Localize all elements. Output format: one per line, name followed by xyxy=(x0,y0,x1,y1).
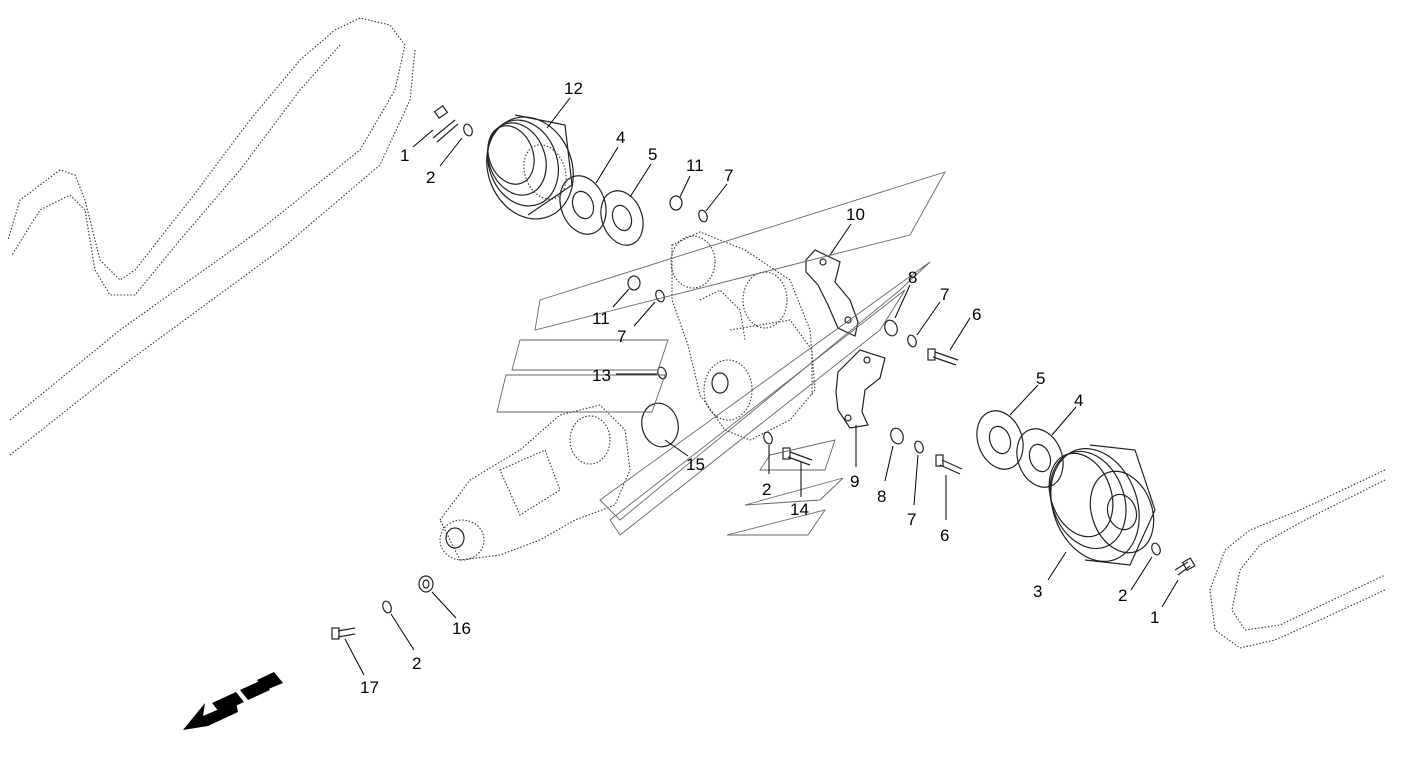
callout-4: 4 xyxy=(616,128,625,147)
callout-16: 16 xyxy=(452,619,471,638)
callout-11: 11 xyxy=(686,156,704,175)
callout-11: 11 xyxy=(592,309,610,328)
callout-1: 1 xyxy=(400,146,409,165)
callout-2: 2 xyxy=(762,480,771,499)
hydraulic-pump xyxy=(439,404,631,561)
callout-2: 2 xyxy=(426,168,435,187)
reference-guides xyxy=(496,171,946,536)
callout-7: 7 xyxy=(907,510,916,529)
callout-5: 5 xyxy=(1036,369,1045,388)
pulley-right xyxy=(1048,444,1156,566)
callout-8: 8 xyxy=(908,268,917,287)
leader-lines xyxy=(344,97,1179,676)
callout-15: 15 xyxy=(686,455,705,474)
callout-2: 2 xyxy=(412,654,421,673)
callout-4: 4 xyxy=(1074,391,1083,410)
callout-17: 17 xyxy=(360,678,379,697)
callout-10: 10 xyxy=(846,205,865,224)
gearbox-assembly xyxy=(670,231,816,441)
callout-labels: 1 2 12 4 5 11 7 10 8 7 6 11 7 13 15 2 14… xyxy=(360,79,1159,697)
callout-8: 8 xyxy=(877,487,886,506)
callout-6: 6 xyxy=(972,305,981,324)
gaskets-upper xyxy=(559,175,644,246)
callout-5: 5 xyxy=(648,145,657,164)
bracket-upper xyxy=(805,249,859,337)
drive-belt-right xyxy=(1209,469,1386,649)
drive-belt-left xyxy=(7,17,416,456)
callout-6: 6 xyxy=(940,526,949,545)
fasteners xyxy=(331,105,1196,640)
gaskets-right xyxy=(976,410,1064,488)
callout-7: 7 xyxy=(724,166,733,185)
callout-9: 9 xyxy=(850,472,859,491)
callout-1: 1 xyxy=(1150,608,1159,627)
callout-7: 7 xyxy=(617,327,626,346)
direction-arrow-icon xyxy=(183,672,283,730)
callout-2: 2 xyxy=(1118,586,1127,605)
pulley-upper xyxy=(486,114,574,220)
bracket-lower xyxy=(835,349,886,429)
callout-12: 12 xyxy=(564,79,583,98)
callout-3: 3 xyxy=(1033,582,1042,601)
o-ring xyxy=(641,402,679,448)
callout-13: 13 xyxy=(592,366,611,385)
callout-7: 7 xyxy=(940,285,949,304)
callout-14: 14 xyxy=(790,500,809,519)
